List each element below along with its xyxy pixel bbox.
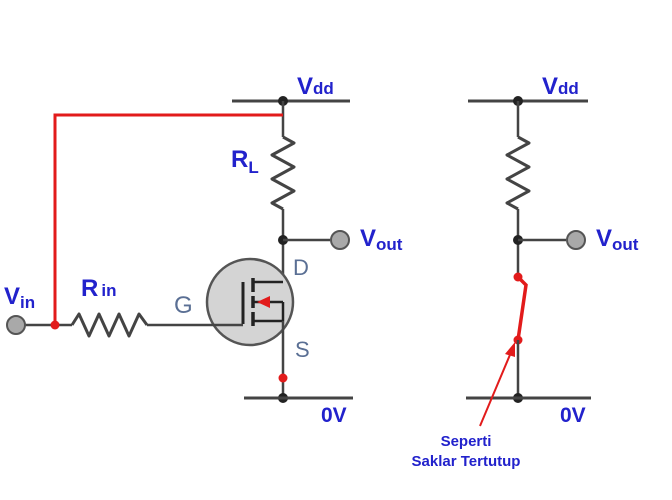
mosfet-transistor xyxy=(205,257,295,347)
left-source-red-node xyxy=(278,373,288,383)
vin-terminal xyxy=(6,315,26,335)
right-load-resistor xyxy=(505,135,531,211)
right-vout-label: Vout xyxy=(596,225,639,254)
right-ground-label: 0V xyxy=(560,404,586,427)
rl-label: RL xyxy=(231,146,259,177)
annotation-arrowhead-icon xyxy=(505,342,515,357)
note-line-2: Saklar Tertutup xyxy=(412,453,521,470)
closed-switch xyxy=(516,275,528,341)
rl-resistor xyxy=(270,135,296,211)
left-ground-label: 0V xyxy=(321,404,347,427)
left-vout-label: Vout xyxy=(360,225,403,254)
substrate-arrow-icon xyxy=(257,296,270,308)
source-pin-label: S xyxy=(295,337,310,362)
vin-red-node xyxy=(50,320,60,330)
right-circuit: Vdd Vout 0V Seperti Saklar Tertutup xyxy=(412,73,639,470)
left-vout-terminal xyxy=(330,230,350,250)
rin-resistor xyxy=(70,312,149,338)
right-vdd-label: Vdd xyxy=(542,73,579,100)
right-vout-terminal xyxy=(566,230,586,250)
left-vdd-label: Vdd xyxy=(297,73,334,100)
annotation-arrow-line xyxy=(479,349,513,427)
vin-label: Vin xyxy=(4,283,35,312)
gate-pin-label: G xyxy=(174,292,193,319)
red-vin-to-vdd-wire xyxy=(53,113,283,325)
note-line-1: Seperti xyxy=(441,433,492,450)
mosfet-body xyxy=(205,257,295,347)
drain-pin-label: D xyxy=(293,255,309,280)
